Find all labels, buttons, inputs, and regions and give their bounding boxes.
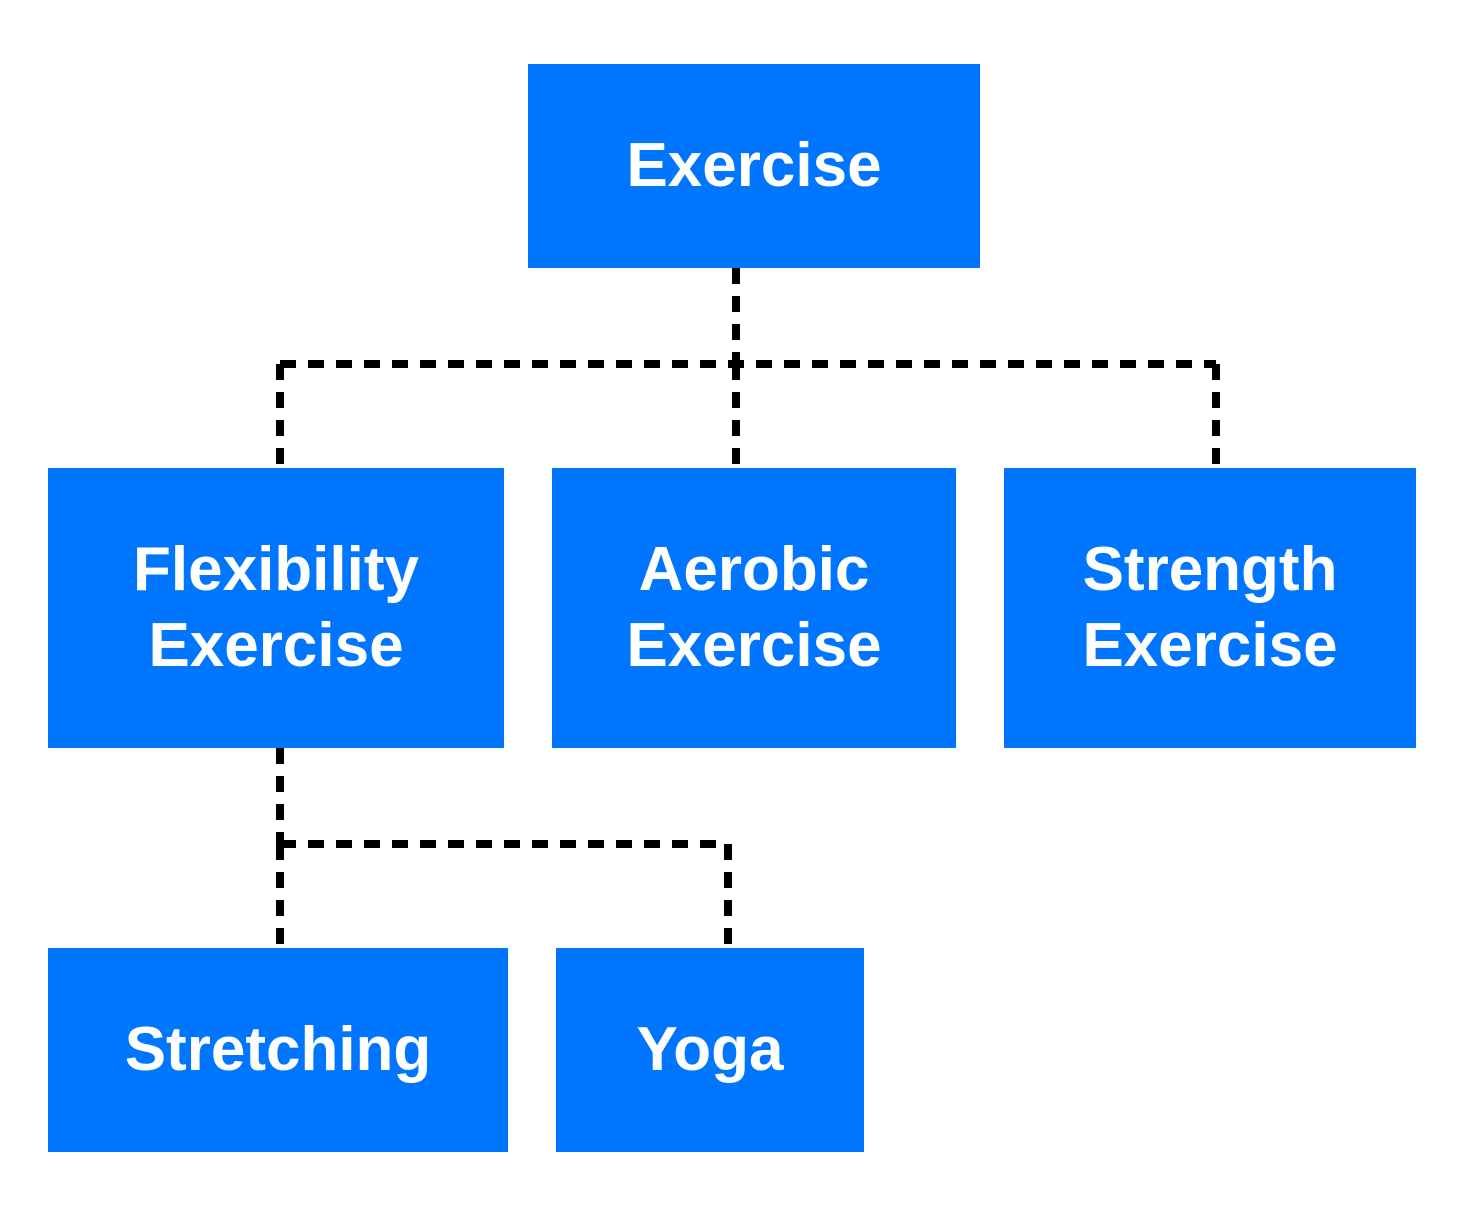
node-exercise: Exercise bbox=[528, 64, 980, 268]
node-flexibility-exercise: Flexibility Exercise bbox=[48, 468, 504, 748]
node-yoga-label: Yoga bbox=[636, 1015, 784, 1084]
node-strength-label-line1: Strength bbox=[1082, 535, 1338, 604]
node-stretching-label: Stretching bbox=[124, 1015, 432, 1084]
node-aerobic-exercise: Aerobic Exercise bbox=[552, 468, 956, 748]
node-strength-label-line2: Exercise bbox=[1082, 611, 1338, 680]
node-yoga: Yoga bbox=[556, 948, 864, 1152]
node-flexibility-label-line2: Exercise bbox=[148, 611, 404, 680]
node-aerobic-label-line2: Exercise bbox=[626, 611, 882, 680]
node-aerobic-label-line1: Aerobic bbox=[638, 535, 870, 604]
node-flexibility-label-line1: Flexibility bbox=[133, 535, 419, 604]
node-strength-exercise: Strength Exercise bbox=[1004, 468, 1416, 748]
node-stretching: Stretching bbox=[48, 948, 508, 1152]
node-exercise-label: Exercise bbox=[626, 131, 882, 200]
